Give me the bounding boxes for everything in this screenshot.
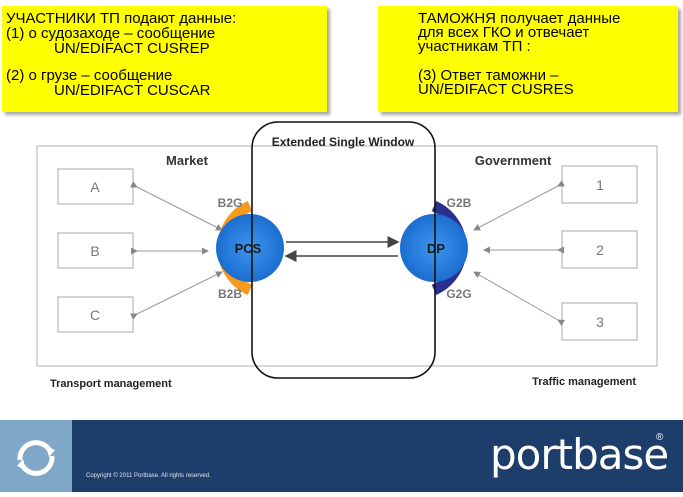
transport-management-label: Transport management <box>50 378 172 390</box>
pcs-circle <box>216 214 284 282</box>
portbase-circle-arrows-icon <box>17 440 55 476</box>
single-window-diagram: A B C 1 2 3 Market Government Extended S… <box>36 121 658 390</box>
note-left-line-3: UN/EDIFACT CUSREP <box>54 40 210 57</box>
market-label: Market <box>166 153 209 168</box>
market-node-b-label: B <box>90 243 99 259</box>
copyright-text: Copyright © 2011 Portbase. All rights re… <box>86 473 211 479</box>
connector-c-pcs <box>130 271 223 320</box>
extended-single-window <box>251 121 436 379</box>
b2g-label: B2G <box>218 196 243 210</box>
market-node-a-label: A <box>90 179 100 195</box>
traffic-management-label: Traffic management <box>532 376 636 388</box>
note-left-line-5: UN/EDIFACT CUSCAR <box>54 82 211 99</box>
note-right-line-4: (3) Ответ таможни – <box>418 67 559 84</box>
g2b-label: G2B <box>447 196 472 210</box>
g2g-label: G2G <box>446 287 471 301</box>
connector-a-pcs <box>130 181 223 231</box>
gov-node-3-label: 3 <box>596 314 604 330</box>
note-right-line-1: ТАМОЖНЯ получает данные <box>418 10 621 27</box>
dp-label: DP <box>427 241 445 256</box>
note-left-line-1: УЧАСТНИКИ ТП подают данные: <box>6 10 237 27</box>
gov-node-1 <box>561 165 638 204</box>
window-title: Extended Single Window <box>272 135 415 149</box>
connector-dp-1 <box>473 180 565 231</box>
pcs-label: PCS <box>235 241 262 256</box>
ecosystem-frame <box>36 145 658 367</box>
gov-node-1-label: 1 <box>596 177 604 193</box>
market-node-a <box>57 168 134 205</box>
gov-node-2-label: 2 <box>596 242 604 258</box>
connector-dp-3 <box>473 271 565 327</box>
registered-mark: ® <box>656 432 664 443</box>
note-participants: УЧАСТНИКИ ТП подают данные: (1) о судоза… <box>2 6 327 112</box>
note-customs: ТАМОЖНЯ получает данные для всех ГКО и о… <box>378 6 678 112</box>
market-node-c <box>57 296 134 333</box>
note-right-line-5: UN/EDIFACT CUSRES <box>418 81 574 98</box>
note-left-line-4: (2) о грузе – сообщение <box>6 67 173 84</box>
footer-banner: Copyright © 2011 Portbase. All rights re… <box>0 420 683 492</box>
note-right-line-3: участникам ТП : <box>418 38 531 55</box>
note-left-line-2: (1) о судозаходе – сообщение <box>6 25 216 42</box>
market-node-c-label: C <box>90 307 100 323</box>
b2b-label: B2B <box>218 287 242 301</box>
government-label: Government <box>475 153 552 168</box>
portbase-emblem-box <box>0 420 72 492</box>
portbase-logo: portbase <box>490 430 669 479</box>
dp-circle <box>400 214 468 282</box>
market-node-b <box>57 232 134 269</box>
note-right-line-2: для всех ГКО и отвечает <box>418 24 590 41</box>
gov-node-3 <box>561 302 638 341</box>
gov-node-2 <box>561 230 638 269</box>
